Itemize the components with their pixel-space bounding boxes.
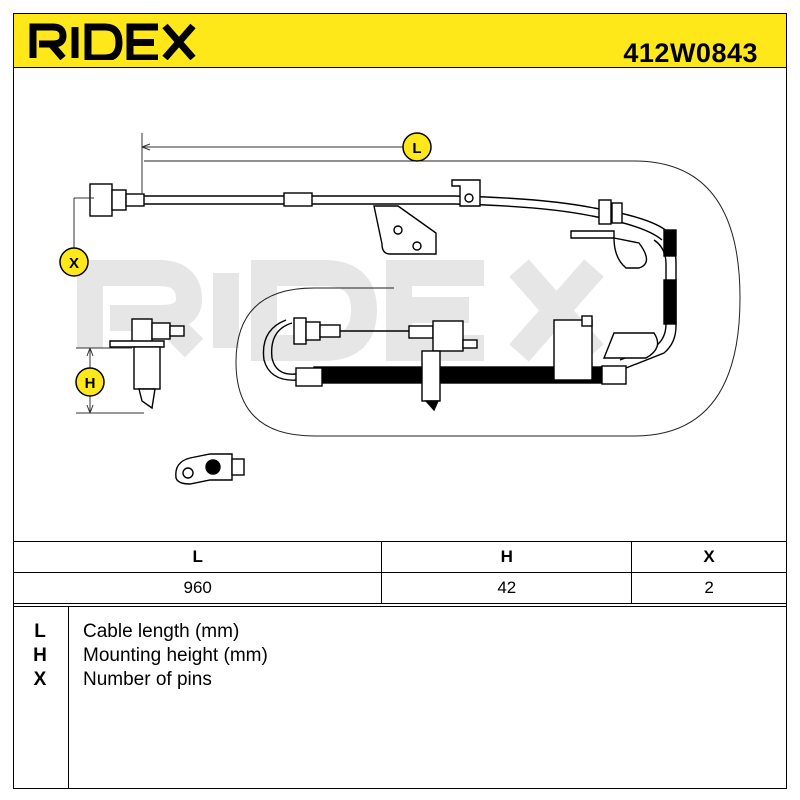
part-number: 412W0843	[623, 38, 758, 68]
legend: L Cable length (mm) H Mounting height (m…	[13, 606, 787, 789]
header-bar: 412W0843	[13, 13, 787, 68]
legend-divider	[68, 607, 69, 789]
legend-key: X	[33, 669, 47, 690]
marker-h-label: H	[85, 375, 96, 392]
sensor-top-view	[175, 453, 245, 485]
spec-value-x: 2	[631, 572, 787, 604]
marker-x-label: X	[69, 255, 79, 272]
marker-l-label: L	[412, 140, 421, 157]
marker-x	[59, 247, 89, 277]
brand-logo	[29, 23, 196, 60]
legend-description: Number of pins	[83, 669, 212, 690]
spec-value-row: 960 42 2	[12, 572, 787, 604]
spec-header-h: H	[381, 541, 633, 573]
spec-header-l: L	[12, 541, 383, 573]
legend-description: Cable length (mm)	[83, 621, 240, 642]
sensor-side-view	[109, 318, 185, 410]
legend-description: Mounting height (mm)	[83, 645, 268, 666]
upper-cable	[89, 179, 670, 255]
technical-drawing: L	[59, 132, 741, 485]
right-cable	[602, 229, 677, 369]
marker-h	[75, 367, 105, 397]
spec-value-l: 960	[12, 572, 383, 604]
dimension-l	[141, 133, 414, 193]
spec-header-x: X	[631, 541, 787, 573]
spec-header-row: L H X	[12, 541, 787, 573]
cable-outline	[144, 160, 741, 437]
dimension-x	[73, 197, 94, 248]
ridex-watermark	[77, 259, 604, 362]
spec-table: L H X 960 42 2	[12, 541, 787, 604]
marker-l	[402, 132, 432, 162]
legend-key: L	[34, 621, 46, 642]
spec-value-h: 42	[381, 572, 633, 604]
lower-cable	[262, 315, 627, 412]
legend-key: H	[33, 645, 47, 666]
